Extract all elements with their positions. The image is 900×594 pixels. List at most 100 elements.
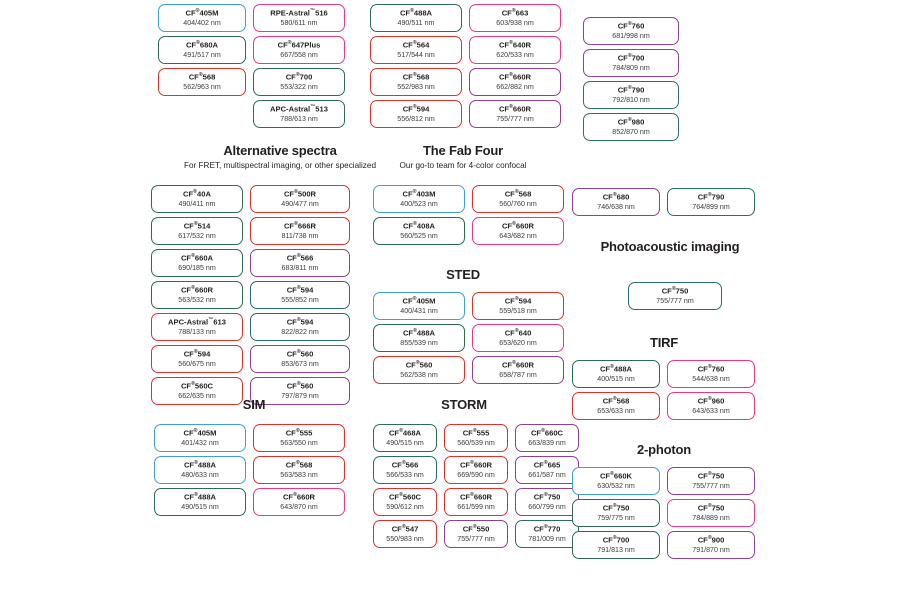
dye-wavelengths: 759/775 nm — [597, 513, 635, 522]
trademark-mark: ® — [543, 491, 548, 498]
dye-wavelengths: 661/587 nm — [528, 470, 566, 479]
dye-name: CF®514 — [156, 221, 238, 231]
trademark-mark: ® — [412, 188, 417, 195]
dye-code: 403M — [416, 189, 436, 199]
dye-name-base: CF — [602, 396, 613, 406]
dye-name-base: CF — [183, 189, 194, 199]
dye-name: CF®750 — [577, 502, 655, 513]
dye-name: CF®403M — [378, 188, 460, 199]
trademark-mark: ® — [612, 502, 617, 509]
dye-name: CF®594 — [255, 317, 345, 327]
trademark-mark: ® — [194, 491, 198, 498]
dye-code: 594 — [300, 285, 314, 295]
trademark-mark: ® — [543, 459, 548, 466]
dye-name-base: CF — [504, 296, 515, 306]
trademark-mark: ® — [514, 295, 519, 302]
dye-name-base: CF — [697, 396, 708, 406]
dye-wavelengths: 852/870 nm — [612, 127, 650, 136]
dye-name-base: CF — [599, 364, 611, 374]
